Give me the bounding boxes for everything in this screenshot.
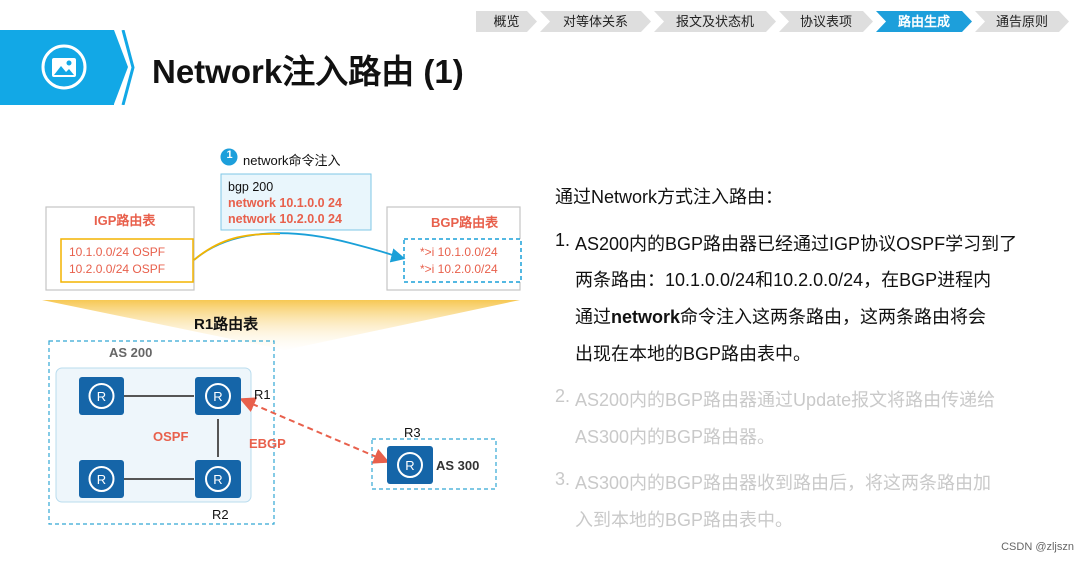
bgp-route: *>i 10.1.0.0/24 (420, 245, 498, 259)
router-icon: R (79, 460, 124, 498)
inject-arrow-source (193, 232, 281, 261)
item1-line: 出现在本地的BGP路由表中。 (575, 344, 812, 364)
command-line: network 10.2.0.0 24 (228, 212, 342, 226)
nav-item-peer-relation[interactable]: 对等体关系 (540, 11, 651, 32)
nav-item-advertise-principle[interactable]: 通告原则 (975, 11, 1069, 32)
bgp-table-title: BGP路由表 (431, 215, 499, 230)
r3-label: R3 (404, 425, 421, 440)
item2-number: 2. (555, 386, 571, 406)
bgp-routes-box (403, 238, 522, 283)
network-keyword: network (611, 307, 681, 327)
diagram-graphics: R R R R R (42, 148, 522, 525)
title-band-chevron (121, 30, 135, 105)
command-box (220, 173, 372, 231)
item3-line: 入到本地的BGP路由表中。 (575, 510, 794, 530)
item1-text: 命令注入这两条路由，这两条路由将会 (680, 307, 987, 327)
igp-routes-box (60, 238, 194, 283)
as200-label: AS 200 (109, 345, 153, 360)
item2-line: AS200内的BGP路由器通过Update报文将路由传递给 (575, 390, 996, 410)
nav-item-protocol-table[interactable]: 协议表项 (779, 11, 873, 32)
svg-text:R: R (213, 389, 222, 404)
title-band-arrow (114, 30, 128, 104)
command-line: network 10.1.0.0 24 (228, 196, 342, 210)
step-badge (220, 148, 238, 166)
svg-text:R: R (405, 458, 414, 473)
svg-text:R: R (213, 472, 222, 487)
r2-label: R2 (212, 507, 229, 522)
item1-number: 1. (555, 230, 571, 250)
command-line: bgp 200 (228, 180, 274, 194)
nav-item-overview[interactable]: 概览 (476, 11, 537, 32)
r1-table-label: R1路由表 (194, 316, 259, 333)
page-title: Network注入路由 (1) (152, 53, 464, 90)
igp-table-title: IGP路由表 (94, 213, 156, 228)
r1-table-fan (42, 300, 520, 350)
svg-text:R: R (97, 389, 106, 404)
item1-line: AS200内的BGP路由器已经通过IGP协议OSPF学习到了 (575, 234, 1018, 254)
r1-label: R1 (254, 387, 271, 402)
item1-text: 通过 (575, 307, 611, 327)
router-icon: R (387, 446, 433, 484)
router-icon: R (79, 377, 124, 415)
router-icon: R (195, 460, 241, 498)
igp-route: 10.2.0.0/24 OSPF (69, 262, 166, 276)
intro-text: 通过Network方式注入路由： (555, 187, 784, 207)
inject-arrow (193, 232, 406, 263)
ebgp-arrow (239, 397, 390, 464)
photo-icon (41, 44, 87, 90)
item1-line: 两条路由：10.1.0.0/24和10.2.0.0/24，在BGP进程内 (575, 270, 992, 290)
item3-line: AS300内的BGP路由器收到路由后，将这两条路由加 (575, 473, 992, 493)
item2-line: AS300内的BGP路由器。 (575, 427, 776, 447)
bgp-route: *>i 10.2.0.0/24 (420, 262, 498, 276)
breadcrumb-nav: 概览 对等体关系 报文及状态机 协议表项 路由生成 通告原则 (476, 11, 1072, 32)
nav-item-message-state[interactable]: 报文及状态机 (654, 11, 776, 32)
watermark: CSDN @zljszn (1001, 541, 1074, 553)
step-label: network命令注入 (243, 153, 341, 168)
ebgp-label: EBGP (249, 436, 286, 451)
as300-label: AS 300 (436, 458, 480, 473)
svg-text:R: R (97, 472, 106, 487)
ospf-label: OSPF (153, 429, 189, 444)
nav-item-route-generation[interactable]: 路由生成 (876, 11, 972, 32)
igp-route: 10.1.0.0/24 OSPF (69, 245, 166, 259)
router-icon: R (195, 377, 241, 415)
item3-number: 3. (555, 469, 571, 489)
as300-box (371, 438, 497, 490)
step-number: 1 (226, 149, 233, 161)
network-diagram: R R R R R 1 network命令注入 bgp 200 network … (0, 0, 540, 563)
item1-line: 通过network命令注入这两条路由，这两条路由将会 (575, 303, 986, 329)
